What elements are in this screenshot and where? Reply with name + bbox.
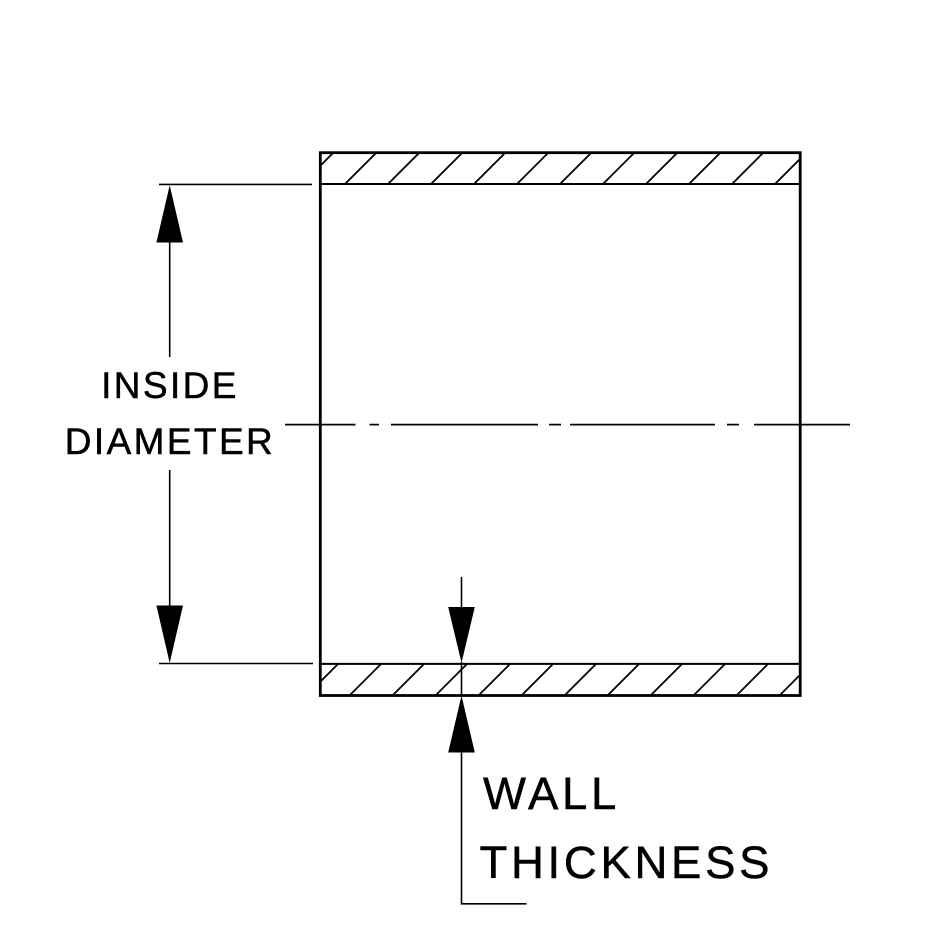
- extension-lines: [159, 183, 313, 665]
- dimension-arrows: [448, 607, 475, 753]
- inside-diameter-label-line2: DIAMETER: [64, 420, 276, 462]
- bottom-wall-hatching: [319, 663, 801, 697]
- wall-thickness-dimension: [448, 577, 527, 905]
- wall-thickness-label-line1: WALL: [483, 767, 621, 819]
- leader-lines: [460, 577, 527, 905]
- arrow-up-icon: [448, 695, 475, 753]
- inside-diameter-label: INSIDE DIAMETER: [0, 358, 340, 469]
- inside-diameter-label-line1: INSIDE: [101, 365, 239, 406]
- wall-thickness-label-line2: THICKNESS: [479, 836, 774, 888]
- arrow-up-icon: [156, 185, 183, 243]
- inside-diameter-dimension: [156, 183, 313, 665]
- arrow-down-icon: [448, 607, 475, 663]
- top-wall-hatching: [319, 152, 801, 185]
- arrow-down-icon: [156, 605, 183, 663]
- wall-thickness-label: WALL THICKNESS: [479, 759, 774, 897]
- dimension-arrows: [156, 185, 183, 663]
